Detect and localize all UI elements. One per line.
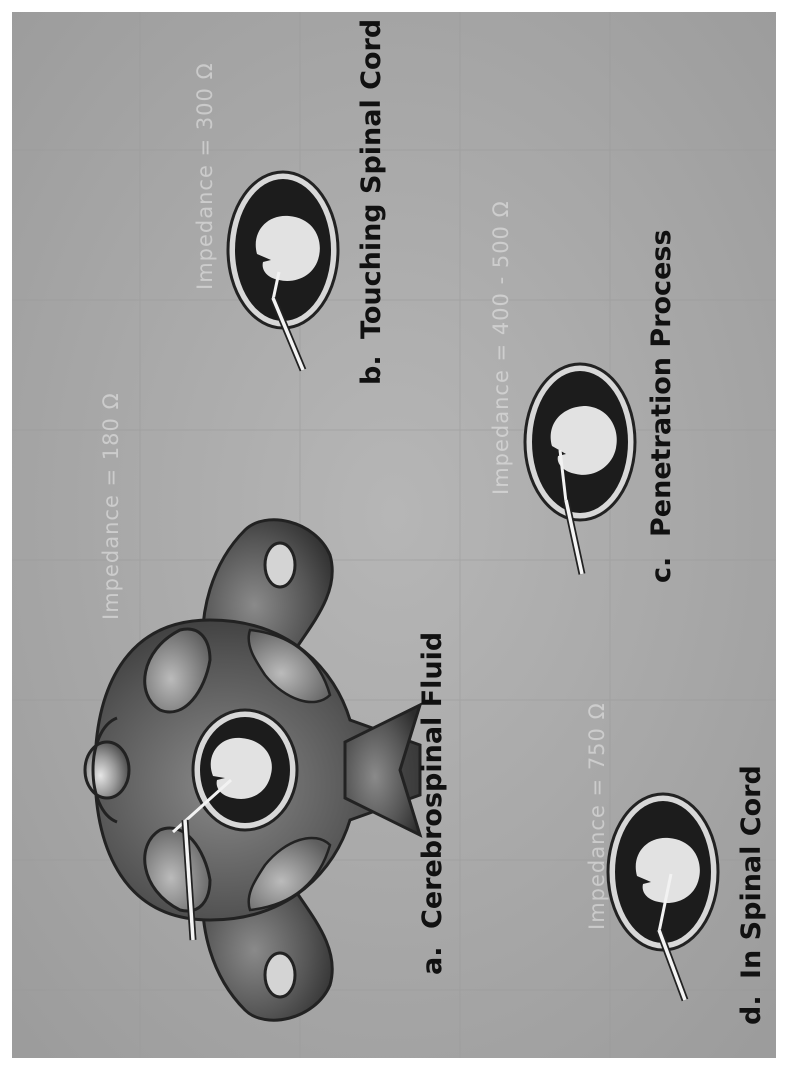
caption-a-title: Cerebrospinal Fluid	[417, 632, 448, 929]
caption-b-title: Touching Spinal Cord	[356, 19, 387, 339]
caption-d-title: In Spinal Cord	[736, 765, 767, 979]
caption-d-letter: d.	[736, 995, 767, 1025]
caption-c-title: Penetration Process	[646, 229, 677, 537]
impedance-label-d: Impedance = 750 Ω	[585, 702, 609, 930]
impedance-label-a: Impedance = 180 Ω	[99, 392, 123, 620]
transverse-foramen-right	[265, 543, 295, 587]
spinal-cord-b	[256, 216, 320, 281]
caption-c-letter: c.	[646, 557, 677, 583]
caption-a: a. Cerebrospinal Fluid	[417, 632, 448, 975]
transverse-foramen-left	[265, 953, 295, 997]
impedance-label-b: Impedance = 300 Ω	[193, 62, 217, 290]
caption-c: c. Penetration Process	[646, 229, 677, 583]
caption-b-letter: b.	[356, 355, 387, 385]
caption-a-letter: a.	[417, 947, 448, 975]
impedance-label-c: Impedance = 400 - 500 Ω	[489, 200, 513, 495]
caption-b: b. Touching Spinal Cord	[356, 19, 387, 385]
